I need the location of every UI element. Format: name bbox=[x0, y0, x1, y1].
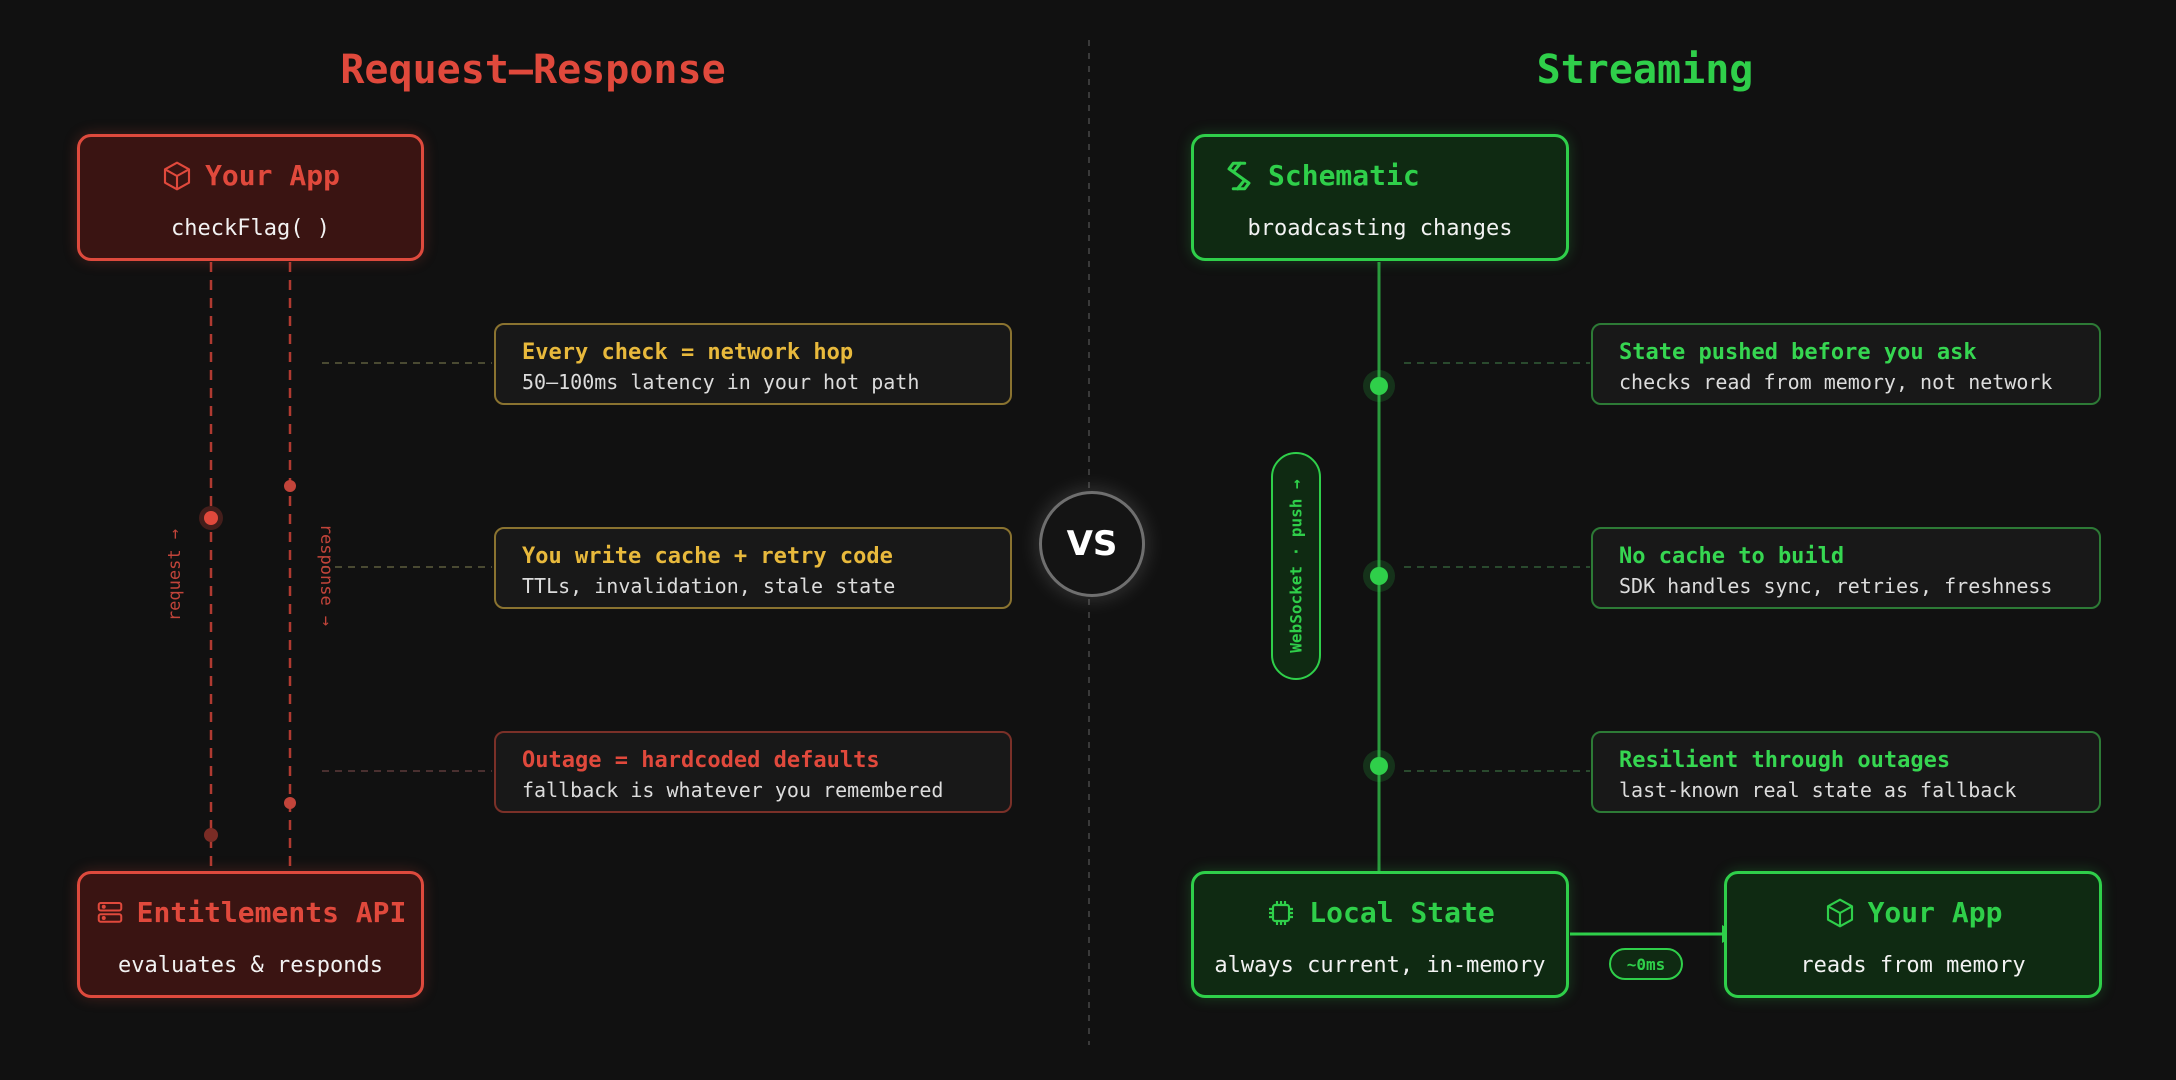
request-label: request → bbox=[165, 528, 185, 622]
callout-body: checks read from memory, not network bbox=[1619, 370, 2053, 394]
right-app-title: Your App bbox=[1867, 896, 2003, 929]
entitlements-api-title: Entitlements API bbox=[136, 896, 407, 929]
latency-badge: ~0ms bbox=[1609, 948, 1683, 980]
callout-body: 50–100ms latency in your hot path bbox=[522, 370, 920, 394]
callout-heading: Outage = hardcoded defaults bbox=[522, 748, 880, 773]
callout-body: TTLs, invalidation, stale state bbox=[522, 574, 896, 598]
right-app-node: Your App reads from memory bbox=[1724, 871, 2102, 998]
chip-icon bbox=[1269, 901, 1294, 925]
left-callout-outage: Outage = hardcoded defaults fallback is … bbox=[494, 731, 1012, 813]
cube-icon bbox=[163, 161, 191, 191]
callout-heading: No cache to build bbox=[1619, 544, 1845, 569]
right-app-subtitle: reads from memory bbox=[1800, 953, 2026, 978]
left-section-title: Request—Response bbox=[340, 47, 726, 93]
local-state-title: Local State bbox=[1309, 896, 1495, 929]
right-callout-no-cache: No cache to build SDK handles sync, retr… bbox=[1591, 527, 2101, 609]
callout-body: last-known real state as fallback bbox=[1619, 778, 2017, 802]
left-app-node: Your App checkFlag( ) bbox=[77, 134, 424, 261]
left-app-title: Your App bbox=[205, 159, 340, 192]
websocket-push-label: WebSocket · push → bbox=[1286, 479, 1306, 653]
schematic-logo-icon bbox=[1227, 161, 1251, 191]
schematic-title: Schematic bbox=[1268, 159, 1420, 192]
callout-body: SDK handles sync, retries, freshness bbox=[1619, 574, 2053, 598]
vs-badge: VS bbox=[1039, 491, 1145, 597]
local-state-subtitle: always current, in-memory bbox=[1214, 953, 1546, 978]
callout-heading: Every check = network hop bbox=[522, 340, 854, 365]
websocket-push-pill bbox=[1271, 452, 1321, 680]
response-label: response → bbox=[316, 523, 336, 627]
schematic-subtitle: broadcasting changes bbox=[1247, 216, 1513, 241]
right-callout-state-pushed: State pushed before you ask checks read … bbox=[1591, 323, 2101, 405]
local-state-node: Local State always current, in-memory bbox=[1191, 871, 1569, 998]
left-callout-cache-retry: You write cache + retry code TTLs, inval… bbox=[494, 527, 1012, 609]
left-app-subtitle: checkFlag( ) bbox=[171, 216, 330, 241]
callout-body: fallback is whatever you remembered bbox=[522, 778, 944, 802]
left-callout-network-hop: Every check = network hop 50–100ms laten… bbox=[494, 323, 1012, 405]
right-callout-resilient: Resilient through outages last-known rea… bbox=[1591, 731, 2101, 813]
right-section-title: Streaming bbox=[1536, 47, 1754, 93]
schematic-node: Schematic broadcasting changes bbox=[1191, 134, 1569, 261]
callout-heading: You write cache + retry code bbox=[522, 544, 893, 569]
entitlements-api-subtitle: evaluates & responds bbox=[118, 953, 383, 978]
callout-heading: State pushed before you ask bbox=[1619, 340, 1977, 365]
server-icon bbox=[97, 902, 122, 923]
callout-heading: Resilient through outages bbox=[1619, 748, 1951, 773]
cube-icon bbox=[1826, 898, 1853, 928]
entitlements-api-node: Entitlements API evaluates & responds bbox=[77, 871, 424, 998]
